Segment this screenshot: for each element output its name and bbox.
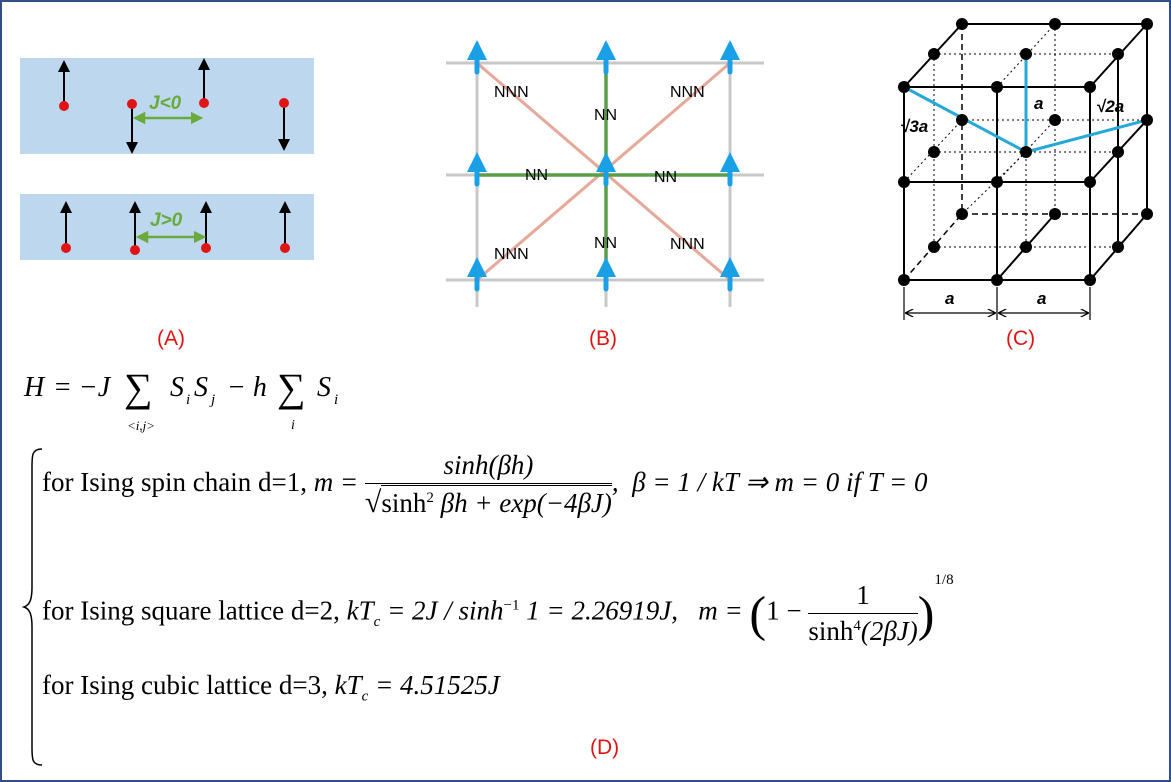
spin-down: [126, 99, 138, 154]
kt-symbol: kT: [334, 670, 362, 700]
spin-s: S: [317, 372, 331, 403]
index-i: i: [334, 392, 339, 408]
square-exponent: 2: [426, 490, 434, 506]
panel-a-label: (A): [157, 327, 185, 350]
spin-up: [129, 201, 141, 255]
chain-condition: , β = 1 / kT ⇒ m = 0 if T = 0: [611, 467, 928, 498]
nn-label: NN: [525, 167, 548, 184]
spin-up: [279, 201, 291, 253]
chain-equation: for Ising spin chain d=1, m = sinh(βh)√s…: [42, 452, 927, 518]
kt-symbol: kT: [346, 595, 374, 626]
chain-denominator: √sinh2 βh + exp(−4βJ): [364, 485, 612, 519]
panel-c-label: (C): [1006, 327, 1036, 350]
sum-index-pairs: <i,j>: [127, 418, 156, 433]
chain-fraction: sinh(βh)√sinh2 βh + exp(−4βJ): [364, 452, 612, 519]
square-tc-value: 1 = 2.26919J, m =: [519, 595, 750, 626]
sum-symbol: ∑: [277, 365, 306, 410]
power-exponent: 1/8: [934, 571, 954, 588]
panel-b-label: (B): [589, 327, 617, 350]
sinh-func: sinh: [808, 616, 854, 646]
spin-s: S: [194, 372, 208, 403]
fourth-exponent: 4: [853, 618, 861, 634]
magnetization-symbol: m =: [313, 467, 365, 498]
one-minus: 1 −: [766, 595, 809, 626]
lattice-spins: [467, 40, 740, 292]
index-j: j: [211, 392, 216, 408]
chain-denominator-rest: βh + exp(−4βJ): [433, 488, 612, 518]
spin-up: [58, 60, 70, 111]
index-i: i: [186, 392, 191, 408]
edge-length-label: a: [1037, 289, 1046, 308]
face-diagonal-label: √2a: [1096, 97, 1124, 116]
panel-a-spin-chain: J<0 J>0: [20, 58, 314, 260]
spin-up: [60, 201, 72, 253]
nnn-label: NNN: [494, 84, 529, 101]
panel-c-cubic-lattice: a a a √2a √3a: [898, 18, 1153, 320]
edge-length-label: a: [945, 289, 954, 308]
hamiltonian-equation: H = −J ∑ <i,j> S i S j − h ∑ i S i: [24, 365, 444, 436]
critical-subscript: c: [361, 688, 369, 705]
coupling-negative-label: J<0: [149, 93, 182, 114]
cubic-equation: for Ising cubic lattice d=3, kTc = 4.515…: [42, 672, 500, 704]
inverse-exponent: −1: [503, 597, 520, 614]
square-tc-expression: = 2J / sinh: [380, 595, 504, 626]
cube-atoms: [898, 18, 1153, 286]
nnn-label: NNN: [670, 236, 705, 253]
field-term: − h: [220, 372, 267, 403]
nn-label: NN: [594, 107, 617, 124]
nnn-label: NNN: [670, 84, 705, 101]
nnn-label: NNN: [494, 246, 529, 263]
body-diagonal-label: √3a: [900, 117, 928, 136]
cubic-text: for Ising cubic lattice d=3,: [42, 670, 335, 700]
panel-b-square-lattice: NNN NNN NN NN NN NN NNN NNN: [446, 40, 764, 307]
sum-index-i: i: [291, 418, 295, 433]
coupling-positive-label: J>0: [150, 210, 183, 231]
square-denominator: sinh4(2βJ): [808, 614, 917, 645]
square-text: for Ising square lattice d=2,: [42, 595, 347, 626]
sinh-func: sinh: [381, 488, 427, 518]
critical-subscript: c: [373, 614, 381, 631]
chain-text: for Ising spin chain d=1,: [42, 467, 314, 498]
square-denominator-rest: (2βJ): [860, 616, 918, 646]
panel-d-label: (D): [590, 736, 620, 759]
spin-down: [278, 98, 290, 151]
coupling-term: = −J: [46, 372, 111, 403]
cases-brace: [22, 448, 43, 766]
square-numerator: 1: [808, 582, 918, 614]
nn-label: NN: [654, 169, 677, 186]
edge-length-label: a: [1034, 94, 1043, 113]
dimension-lines: [903, 287, 1091, 320]
spin-s: S: [170, 372, 184, 403]
nn-label: NN: [594, 235, 617, 252]
sum-symbol: ∑: [124, 365, 153, 410]
square-equation: for Ising square lattice d=2, kTc = 2J /…: [42, 571, 954, 646]
spin-up: [198, 58, 210, 108]
hamiltonian-symbol: H: [24, 372, 45, 403]
chain-numerator: sinh(βh): [364, 452, 612, 484]
cubic-tc-value: = 4.51525J: [368, 670, 500, 700]
